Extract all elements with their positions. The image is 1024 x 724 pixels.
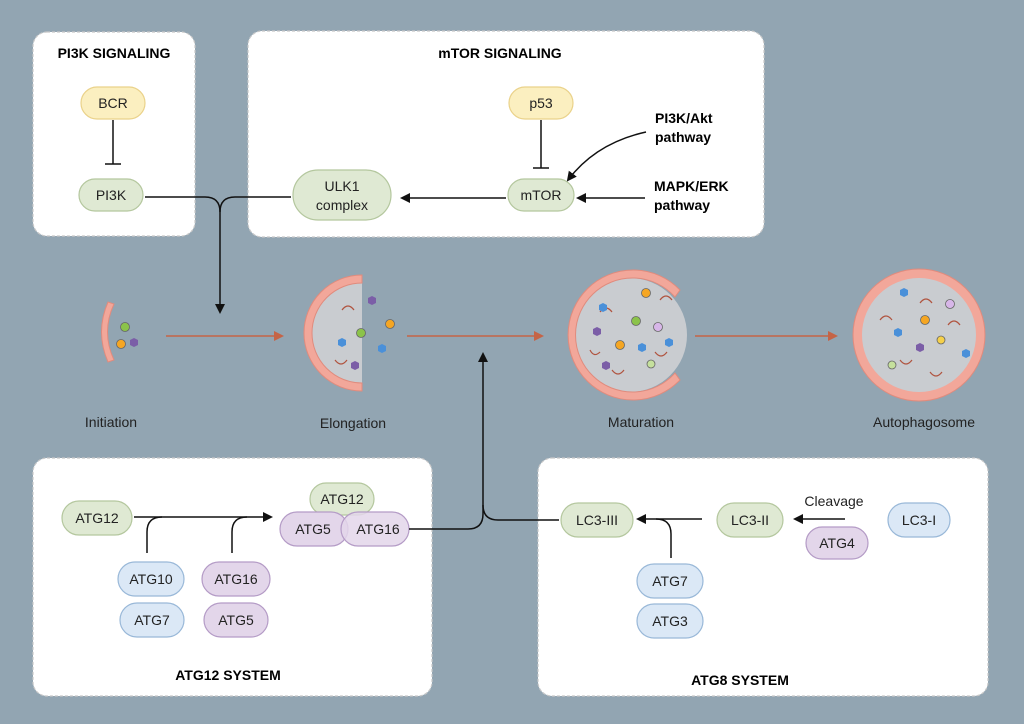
lc3-i-label: LC3-I: [902, 512, 936, 528]
atg7-node-atg12: ATG7: [119, 602, 185, 638]
pi3k-signaling-panel: PI3K SIGNALING BCR PI3K: [32, 31, 196, 237]
initiation-stage: [101, 301, 138, 363]
mtor-node: mTOR: [507, 178, 575, 212]
ulk1-complex-node: ULK1 complex: [292, 169, 392, 221]
bcr-node: BCR: [80, 86, 146, 120]
stage-label-elongation: Elongation: [320, 415, 386, 431]
pi3k-node: PI3K: [78, 178, 144, 212]
ulk1-label-line1: ULK1: [324, 178, 359, 194]
maturation-stage: [567, 269, 687, 401]
atg10-label: ATG10: [129, 571, 173, 587]
lc3-merge-line: [482, 504, 559, 521]
initiation-cargo-orange: [116, 339, 126, 349]
lc3-iii-node: LC3-III: [560, 502, 634, 538]
elongation-stage: [303, 274, 395, 392]
p53-node: p53: [508, 86, 574, 120]
atg16-label: ATG16: [214, 571, 258, 587]
elongation-membrane: [303, 274, 363, 392]
initiation-membrane: [101, 301, 115, 363]
atg10-node: ATG10: [117, 561, 185, 597]
pi3k-akt-label-line1: PI3K/Akt: [655, 110, 713, 126]
mtor-label: mTOR: [521, 187, 562, 203]
atg7-label-atg12: ATG7: [134, 612, 170, 628]
initiation-cargo-green: [120, 322, 130, 332]
atg7-label-atg8: ATG7: [652, 573, 688, 589]
complex-atg12-node: [309, 482, 375, 516]
atg16-node: ATG16: [201, 561, 271, 597]
initiation-cargo-hex: [130, 338, 138, 347]
pi3k-akt-label-line2: pathway: [655, 129, 711, 145]
complex-atg5-label: ATG5: [295, 521, 331, 537]
lc3-ii-node: LC3-II: [716, 502, 784, 538]
atg5-label: ATG5: [218, 612, 254, 628]
atg12-atg5-atg16-complex: ATG12 ATG5 ATG16: [279, 482, 410, 547]
atg16-atg5-join-line: [231, 516, 248, 553]
pi3k-label: PI3K: [96, 187, 127, 203]
mapk-label-line2: pathway: [654, 197, 710, 213]
atg12-label: ATG12: [75, 510, 119, 526]
stage-label-initiation: Initiation: [85, 414, 137, 430]
complex-atg12-label: ATG12: [320, 491, 364, 507]
pi3k-panel-title: PI3K SIGNALING: [58, 45, 171, 61]
complex-atg16-label: ATG16: [356, 521, 400, 537]
atg12-panel-title: ATG12 SYSTEM: [175, 667, 281, 683]
mtor-signaling-panel: mTOR SIGNALING p53 mTOR ULK1 complex PI3…: [247, 30, 765, 238]
p53-label: p53: [529, 95, 553, 111]
atg4-label: ATG4: [819, 535, 855, 551]
atg3-node: ATG3: [636, 603, 704, 639]
mtor-panel-title: mTOR SIGNALING: [438, 45, 562, 61]
mapk-label-line1: MAPK/ERK: [654, 178, 729, 194]
lc3-iii-label: LC3-III: [576, 512, 618, 528]
lc3-ii-label: LC3-II: [731, 512, 769, 528]
atg7-node-atg8: ATG7: [636, 563, 704, 599]
lc3-i-node: LC3-I: [887, 502, 951, 538]
atg10-atg7-join-line: [146, 516, 163, 553]
atg4-node: ATG4: [805, 526, 869, 560]
atg3-label: ATG3: [652, 613, 688, 629]
stage-label-autophagosome: Autophagosome: [873, 414, 975, 430]
atg7-atg3-join-line: [655, 518, 672, 558]
autophagosome-stage: [852, 268, 986, 402]
maturation-membrane: [567, 269, 681, 401]
atg8-panel-title: ATG8 SYSTEM: [691, 672, 789, 688]
stage-label-maturation: Maturation: [608, 414, 674, 430]
atg8-system-panel: ATG8 SYSTEM LC3-III LC3-II LC3-I Cleavag…: [537, 457, 989, 697]
atg5-node: ATG5: [203, 602, 269, 638]
autophagosome-lumen: [862, 278, 976, 392]
conjugation-merge-arrow: [409, 352, 488, 530]
cleavage-label: Cleavage: [804, 493, 863, 509]
atg12-system-panel: ATG12 SYSTEM ATG12 ATG10 ATG7 ATG16 ATG5…: [32, 457, 433, 697]
ulk1-label-line2: complex: [316, 197, 368, 213]
bcr-label: BCR: [98, 95, 128, 111]
pi3k-akt-arrow: [566, 131, 647, 182]
ulk1-merge-line: [219, 196, 291, 213]
atg12-node: ATG12: [61, 500, 133, 536]
